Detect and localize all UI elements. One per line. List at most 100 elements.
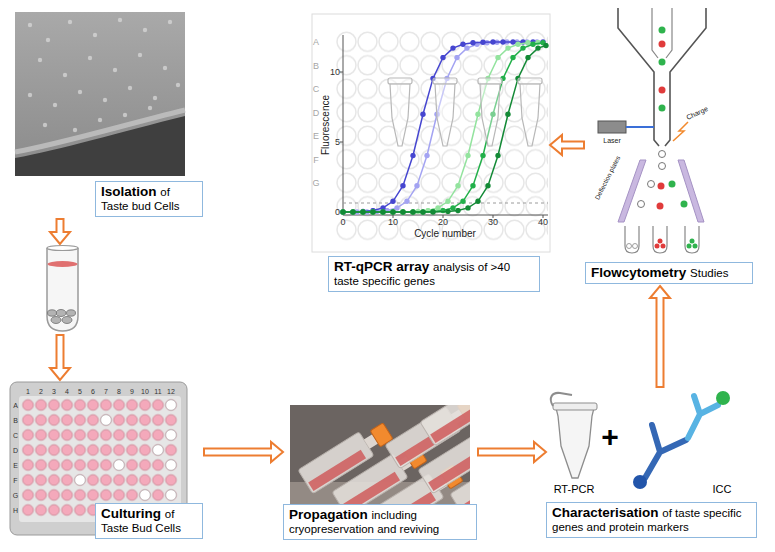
arrow-head	[271, 442, 283, 462]
flow-cytometer	[661, 244, 666, 249]
tongue-photo	[123, 113, 127, 117]
tongue-photo	[15, 116, 185, 176]
qpcr-chart	[433, 78, 457, 146]
culture-plate	[166, 490, 177, 501]
flow-cytometer	[658, 239, 663, 244]
axis-tick: 30	[488, 218, 498, 227]
culture-plate	[153, 445, 164, 456]
flow-cytometer	[638, 201, 645, 208]
plate-row-letter: D	[313, 108, 320, 117]
tongue-photo	[103, 98, 107, 102]
flow-cytometer	[618, 160, 646, 222]
test-tube	[48, 310, 57, 316]
microtube-icon	[553, 403, 597, 410]
well-row-letter: A	[13, 402, 18, 409]
flow-cytometer	[659, 163, 666, 170]
stage-heading: Characterisation	[552, 505, 659, 520]
flow-cytometer	[669, 181, 676, 188]
flow-cytometer	[638, 151, 666, 208]
qpcr-chart	[343, 42, 543, 212]
method-label: ICC	[713, 484, 732, 495]
test-tube	[47, 248, 78, 331]
qpcr-chart	[336, 30, 548, 242]
stage-label-box: Flowcytometry Studies	[585, 262, 753, 284]
culture-plate	[75, 400, 177, 501]
well-row-letter: G	[13, 492, 18, 499]
arrow-shaft-inner	[479, 450, 536, 455]
microtube-icon	[556, 408, 594, 478]
flow-cytometer	[625, 226, 639, 253]
stage-label-box: Isolationof Taste bud Cells	[95, 181, 203, 217]
stage-heading: Flowcytometry	[591, 265, 686, 280]
tongue-photo	[93, 33, 97, 37]
flow-cytometer	[627, 244, 632, 249]
tongue-photo	[113, 68, 117, 72]
stage-heading: Culturing	[101, 506, 161, 521]
well-column-number: 4	[65, 387, 69, 394]
qpcr-chart	[388, 78, 412, 146]
flow-cytometer	[657, 203, 664, 210]
flow-cytometer	[666, 8, 672, 58]
arrow-shaft-inner	[561, 143, 584, 148]
qpcr-chart	[343, 215, 548, 216]
flow-cytometer	[627, 239, 698, 249]
stage-label-box: Culturingof Taste Bud Cells	[95, 503, 203, 539]
well-column-number: 6	[91, 387, 95, 394]
stage-label-box: Characterisationof taste specific genes …	[546, 502, 757, 538]
test-tube	[56, 310, 66, 317]
qpcr-chart	[312, 14, 550, 252]
culture-plate	[166, 430, 177, 441]
part-name: Charge	[685, 105, 709, 121]
culture-plate	[22, 398, 178, 518]
well-column-number: 5	[78, 387, 82, 394]
test-tube	[48, 310, 76, 324]
stage-label-box: Propagationincluding cryopreservation an…	[283, 504, 477, 540]
well-column-number: 8	[117, 387, 121, 394]
flow-cytometer	[678, 160, 704, 222]
tongue-photo	[153, 96, 157, 100]
qpcr-chart	[343, 46, 546, 213]
stage-label-box: RT-qPCR arrayanalysis of >40 taste speci…	[328, 256, 540, 292]
method-label: RT-PCR	[554, 484, 595, 495]
flow-cytometer	[626, 126, 654, 128]
culture-plate	[166, 400, 177, 411]
stage-heading: Propagation	[289, 507, 368, 522]
tongue-photo	[38, 58, 42, 62]
flask-photo	[450, 443, 470, 505]
axis-tick: 0	[340, 218, 345, 227]
qpcr-chart	[312, 14, 550, 252]
arrow-head	[50, 232, 70, 244]
stage-panel: RT-qPCR arrayanalysis of >40 taste speci…	[310, 14, 550, 294]
tongue-photo	[78, 90, 82, 94]
arrow-shaft-inner	[58, 220, 63, 234]
stage-panel: Isolationof Taste bud Cells	[15, 12, 203, 218]
axis-tick: 10	[388, 218, 398, 227]
tongue-photo	[176, 83, 180, 87]
stage-text: Studies	[690, 267, 728, 279]
well-column-number: 9	[130, 387, 134, 394]
antibody-icon	[688, 396, 718, 438]
stage-panel: Characterisationof taste specific genes …	[546, 388, 757, 541]
flow-arrow	[650, 286, 670, 388]
stage-panel: Propagationincluding cryopreservation an…	[283, 405, 477, 546]
culture-plate	[166, 460, 177, 471]
plate-row-letter: B	[313, 61, 319, 70]
microtube-icon	[551, 393, 572, 406]
arrow-head	[50, 368, 70, 380]
flow-cytometer	[598, 121, 626, 133]
flow-cytometer	[657, 27, 688, 210]
qpcr-chart	[343, 43, 543, 212]
well-row-letter: H	[13, 507, 18, 514]
test-tube	[62, 317, 72, 324]
flow-cytometer	[659, 41, 666, 48]
flow-cytometer	[659, 105, 666, 112]
qpcr-chart	[340, 142, 343, 143]
plus-sign: +	[601, 422, 619, 452]
plate-row-letter: A	[313, 38, 319, 47]
arrow-shaft-inner	[658, 297, 663, 387]
culture-plate	[114, 460, 125, 471]
tongue-photo	[43, 123, 47, 127]
flow-arrow	[203, 442, 283, 462]
qpcr-chart	[340, 212, 343, 213]
